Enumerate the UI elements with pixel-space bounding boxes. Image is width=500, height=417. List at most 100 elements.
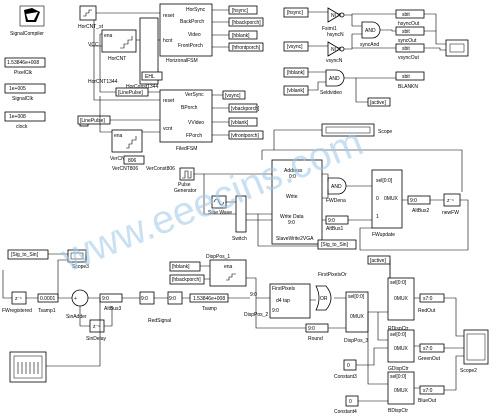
sine-wave-label: Sine Wave: [208, 210, 232, 216]
hfsm-video-port: Video: [188, 32, 201, 38]
clock-const[interactable]: [4, 111, 46, 122]
pixelclk-label: PixelClk: [14, 70, 33, 76]
hsync-out-block[interactable]: sbit: [395, 9, 425, 19]
blank-and-gate[interactable]: AND: [325, 69, 345, 87]
from-hbackporch[interactable]: [169, 274, 205, 285]
firstpixels-or-gate[interactable]: OR: [315, 285, 332, 311]
signalclk-label: SignalClk: [12, 96, 34, 102]
fwregistered-zinv: z⁻¹: [15, 296, 22, 302]
goto-sig-to-sin[interactable]: [317, 239, 357, 250]
bdispctr-sel: sel[0:0]: [390, 374, 407, 380]
from-linepulse-text: [LinePulse]: [80, 118, 105, 124]
from-vblank[interactable]: [283, 85, 309, 96]
vertical-fsm-block[interactable]: [159, 89, 213, 143]
hsync-not-text: NOT: [331, 13, 342, 19]
constant3-block[interactable]: [343, 359, 357, 371]
from-hbackporch-text: [hbackporch]: [172, 277, 201, 283]
from-vsync[interactable]: [283, 41, 309, 52]
tag-linepulse[interactable]: [115, 87, 149, 97]
fsimi-label: Fsimi1: [322, 26, 337, 32]
gdispctr-block[interactable]: [387, 329, 415, 363]
round-label: Round: [308, 336, 323, 342]
fwdena-label: FWDena: [326, 198, 346, 204]
sync-and-gate[interactable]: AND: [361, 21, 381, 39]
verconst806-block[interactable]: [123, 155, 145, 165]
hsync-not-gate[interactable]: NOT: [327, 7, 345, 23]
from-hblank-2[interactable]: [169, 261, 201, 272]
seldvideo-label: Seldvideo: [320, 90, 342, 96]
altbus2-text: 9:0: [410, 198, 417, 204]
vercnt806-label: VerCNT806: [112, 166, 138, 172]
vercnt-label: VerCNT: [110, 156, 128, 162]
sync-and-label: syncAnd: [360, 42, 379, 48]
blank-out-sbit: sbit: [402, 74, 410, 80]
scope-label: Scope: [378, 129, 392, 135]
hfsm-hcnt-port: hcnt: [163, 38, 173, 44]
sync-scope[interactable]: [445, 39, 469, 57]
altbus2-label: AltBus2: [412, 208, 429, 214]
vfsm-fporch-port: FPorch: [186, 133, 202, 139]
slave-address-port: Address: [284, 168, 303, 174]
firstpixels-d4tap: d4 tap: [276, 298, 290, 304]
scope3-label: Scope3: [72, 264, 89, 270]
vsync-not-text: NOT: [331, 47, 342, 53]
gdispctr-label: GDispCtr: [388, 366, 409, 372]
constant4-label: Constant4: [334, 409, 357, 415]
disppos1-block[interactable]: [209, 259, 247, 287]
constant4-block[interactable]: [345, 395, 359, 407]
hsyncout-label: hsyncOut: [398, 21, 420, 27]
firstpixels-bus: 9:0: [272, 308, 279, 314]
vercnt-block[interactable]: [111, 129, 143, 153]
slave-writedata-port: Write Data: [280, 214, 304, 220]
sindelay-zinv: z⁻¹: [93, 324, 100, 330]
signal-compiler-block[interactable]: [19, 5, 45, 27]
horcnt-block[interactable]: [101, 29, 137, 53]
fwupdate-sel: sel[0:0]: [376, 178, 393, 184]
horconst1344-label: HorConst1344: [126, 84, 158, 90]
gdispctr-sel: sel[0:0]: [390, 332, 407, 338]
rdispctr-block[interactable]: [387, 277, 415, 321]
from-hblank[interactable]: [283, 67, 309, 78]
from-hblank-text: [hblank]: [287, 70, 305, 76]
vsyncn-label: vsyncN: [326, 58, 343, 64]
tag-vbackporch-text: [vbackporch]: [231, 106, 260, 112]
horconst1344-block[interactable]: [141, 71, 163, 81]
firstpixels-block[interactable]: [269, 283, 311, 319]
hfsm-backporch-port: BackPorch: [180, 19, 204, 25]
switch-label: Switch: [232, 236, 247, 242]
horcnt1344-block[interactable]: [139, 17, 159, 85]
scope2-block[interactable]: [463, 329, 489, 365]
sync-out-block[interactable]: sbit: [395, 26, 425, 36]
tsamp-label: Tsamp: [202, 306, 217, 312]
blank-out-block[interactable]: sbit: [395, 71, 425, 81]
constant4-value: 0: [349, 399, 352, 405]
greenout-label: GreenOut: [418, 356, 441, 362]
clock-const-value: 1e+008: [9, 114, 26, 120]
fwdena-and-gate[interactable]: AND: [327, 177, 347, 195]
tag-vfrontporch-text: [vfrontporch]: [231, 133, 259, 139]
signal-compiler-label: SignalCompiler: [10, 31, 44, 37]
from-sig-to-sin[interactable]: [7, 249, 49, 260]
constant3-value: 0: [347, 363, 350, 369]
vsync-not-gate[interactable]: NOT: [327, 41, 345, 57]
hsync-out-sbit: sbit: [402, 12, 410, 18]
signalclk-const[interactable]: [4, 83, 46, 94]
tag-hfrontporch-text: [hfrontporch]: [232, 45, 261, 51]
pixelclk-const[interactable]: [4, 57, 46, 68]
vsync-out-block[interactable]: sbit: [395, 43, 425, 53]
scope1-block[interactable]: [9, 351, 47, 383]
active-tag-bottom-text: [active]: [370, 258, 386, 264]
sinadder-block[interactable]: +: [71, 289, 89, 307]
horcnt-label: HorCNT: [108, 56, 126, 62]
horizontal-fsm-block[interactable]: [159, 3, 213, 57]
fwregistered-label: FWregistered: [2, 308, 32, 314]
signal-90-a-text: 9:0: [141, 296, 148, 302]
slavewrite-block[interactable]: [271, 159, 323, 245]
tag-vblank-text: [vblank]: [231, 120, 249, 126]
from-hsync[interactable]: [283, 7, 309, 18]
fwupdate-0: 0: [376, 196, 379, 202]
fwupdate-block[interactable]: [371, 169, 403, 229]
scope3-block[interactable]: [67, 249, 87, 263]
slave-write-port: Write: [286, 194, 298, 200]
